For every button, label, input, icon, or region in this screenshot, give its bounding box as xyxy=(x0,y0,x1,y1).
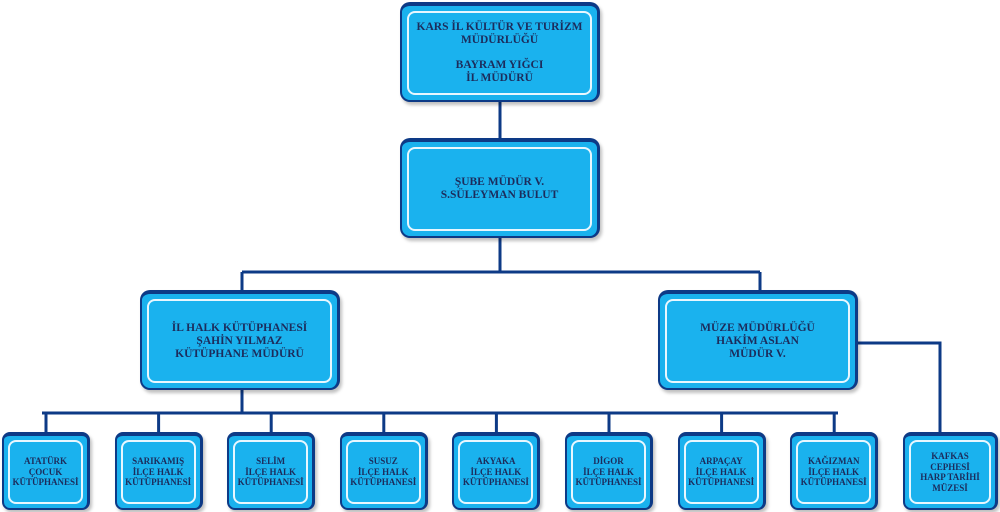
box-line: CEPHESİ xyxy=(930,461,970,472)
war-history-museum-box: KAFKAS CEPHESİ HARP TARİHİ MÜZESİ xyxy=(903,432,998,510)
box-line: KÜTÜPHANESİ xyxy=(575,477,642,488)
box-line: MÜDÜR V. xyxy=(729,347,786,360)
provincial-library-box: İL HALK KÜTÜPHANESİ ŞAHİN YILMAZ KÜTÜPHA… xyxy=(140,290,340,390)
box-line: KAFKAS xyxy=(931,451,969,461)
box-line: KARS İL KÜLTÜR VE TURİZM xyxy=(416,21,583,33)
box-line: İLÇE HALK xyxy=(245,466,297,477)
box-line: ŞUBE MÜDÜR V. xyxy=(454,176,545,188)
box-line: İLÇE HALK xyxy=(132,466,184,477)
box-line: İLÇE HALK xyxy=(808,466,860,477)
box-line: MÜDÜRLÜĞÜ xyxy=(460,34,539,46)
box-line: KÜTÜPHANESİ xyxy=(237,477,304,488)
box-line: İLÇE HALK xyxy=(357,466,409,477)
box-line: KÜTÜPHANESİ xyxy=(688,477,755,488)
box-line: İL HALK KÜTÜPHANESİ xyxy=(171,321,308,334)
box-line: SARIKAMIŞ xyxy=(132,456,185,467)
box-line: İL MÜDÜRÜ xyxy=(466,72,533,84)
box-line: İLÇE HALK xyxy=(470,466,522,477)
box-line: AKYAKA xyxy=(476,456,516,467)
box-line: S.SÜLEYMAN BULUT xyxy=(440,189,559,201)
box-line: ATATÜRK xyxy=(23,456,67,467)
branch-manager-box: ŞUBE MÜDÜR V. S.SÜLEYMAN BULUT xyxy=(400,138,600,238)
box-line: SUSUZ xyxy=(368,456,398,467)
box-line: KAĞIZMAN xyxy=(807,456,860,467)
box-line: DİGOR xyxy=(593,456,624,467)
box-line: MÜZESİ xyxy=(932,482,968,493)
box-line: HAKİM ASLAN xyxy=(716,334,799,347)
box-line: ŞAHİN YILMAZ xyxy=(196,334,283,347)
box-line: HARP TARİHİ xyxy=(920,472,980,482)
provincial-directorate-box: KARS İL KÜLTÜR VE TURİZM MÜDÜRLÜĞÜ BAYRA… xyxy=(400,2,600,102)
box-line: KÜTÜPHANESİ xyxy=(800,477,867,488)
box-line: BAYRAM YIĞCI xyxy=(455,59,544,71)
box-line: SELİM xyxy=(256,456,286,467)
box-line: KÜTÜPHANE MÜDÜRÜ xyxy=(175,347,304,360)
box-line: KÜTÜPHANESİ xyxy=(125,477,192,488)
box-line: İLÇE HALK xyxy=(695,466,747,477)
box-line: ARPAÇAY xyxy=(699,456,743,467)
box-line: ÇOCUK xyxy=(28,466,63,477)
box-line: KÜTÜPHANESİ xyxy=(462,477,529,488)
box-line: KÜTÜPHANESİ xyxy=(12,477,79,488)
connector-line xyxy=(858,341,942,434)
museum-directorate-box: MÜZE MÜDÜRLÜĞÜ HAKİM ASLAN MÜDÜR V. xyxy=(658,290,858,390)
box-line: KÜTÜPHANESİ xyxy=(350,477,417,488)
box-line: İLÇE HALK xyxy=(583,466,634,477)
box-line: MÜZE MÜDÜRLÜĞÜ xyxy=(700,321,815,334)
